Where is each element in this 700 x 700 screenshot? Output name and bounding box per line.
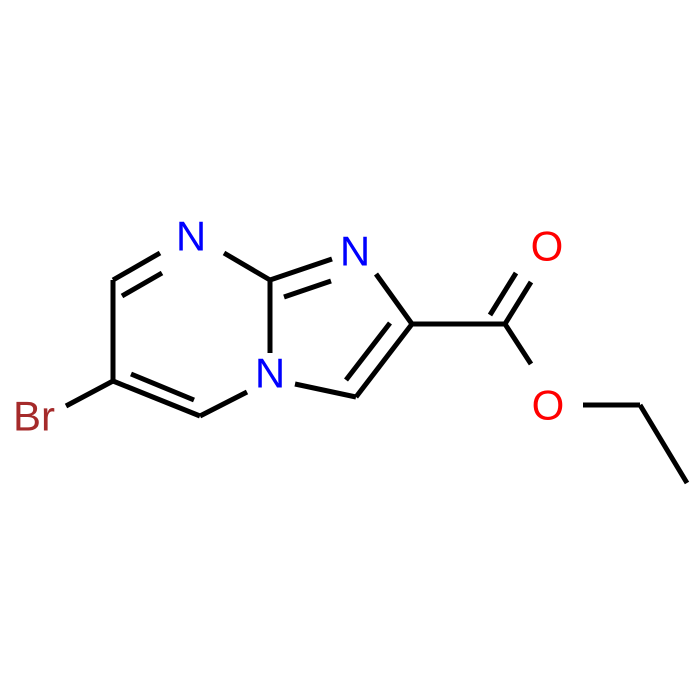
bond-c6-c5 [112,378,201,419]
bond-c8a-nfive [269,256,333,283]
bond-ccarbonyl-ocarbonyl-2 [487,271,519,317]
bond-c6-c5-inner [130,371,195,403]
bond-c8a-nfive-inner [283,278,332,300]
bond-c3-nbridge [294,381,357,400]
atom-labels: N N N O O Br [13,213,564,440]
bond-ccarbonyl-ocarbonyl [502,280,534,326]
bond-nfive-c2 [373,272,415,326]
bonds [64,250,690,485]
atom-o-ester: O [532,382,565,429]
atom-br: Br [13,393,55,440]
atom-n-five: N [340,228,370,275]
bond-c7-c8 [111,250,162,283]
atom-n-top: N [176,213,206,260]
atom-n-bridge: N [255,350,285,397]
bond-c2-c3 [354,322,414,399]
bond-c5-nbridge [198,389,249,419]
bond-c6-br [64,378,115,409]
bond-ntop-c8a [222,250,272,283]
atom-o-carbonyl: O [531,223,564,270]
bond-cethyl-cmethyl [637,403,690,485]
bond-ccarbonyl-oester [502,322,534,366]
bond-c2-c3-inner [344,321,392,382]
bond-c7-c8-inner [120,270,164,299]
